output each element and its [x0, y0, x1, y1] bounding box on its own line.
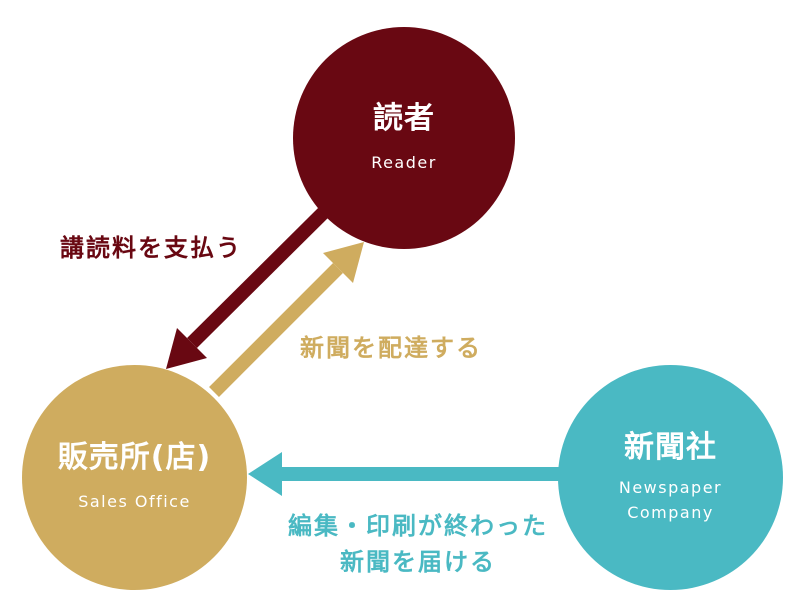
arrow-supply-newspaper — [248, 452, 560, 496]
sales-office-title: 販売所(店) — [57, 440, 212, 476]
reader-node: 読者 Reader — [293, 27, 515, 249]
newspaper-company-subtitle: Newspaper Company — [619, 476, 722, 526]
supply-newspaper-label-line2: 新聞を届ける — [340, 548, 496, 576]
newspaper-company-title: 新聞社 — [624, 429, 717, 465]
pay-subscription-label: 講読料を支払う — [60, 234, 242, 262]
sales-office-node: 販売所(店) Sales Office — [22, 365, 247, 590]
arrow-pay-subscription — [166, 208, 328, 369]
supply-newspaper-label-line1: 編集・印刷が終わった — [288, 512, 548, 540]
arrow-deliver-newspaper — [209, 242, 364, 397]
sales-office-subtitle: Sales Office — [78, 492, 191, 512]
newspaper-company-node: 新聞社 Newspaper Company — [558, 365, 783, 590]
reader-title: 読者 — [373, 100, 435, 136]
newspaper-company-subtitle-line2: Company — [627, 502, 714, 522]
newspaper-company-subtitle-line1: Newspaper — [618, 477, 723, 497]
deliver-newspaper-label: 新聞を配達する — [300, 334, 482, 362]
supply-newspaper-label: 編集・印刷が終わった 新聞を届ける — [282, 508, 554, 580]
reader-subtitle: Reader — [371, 152, 437, 172]
